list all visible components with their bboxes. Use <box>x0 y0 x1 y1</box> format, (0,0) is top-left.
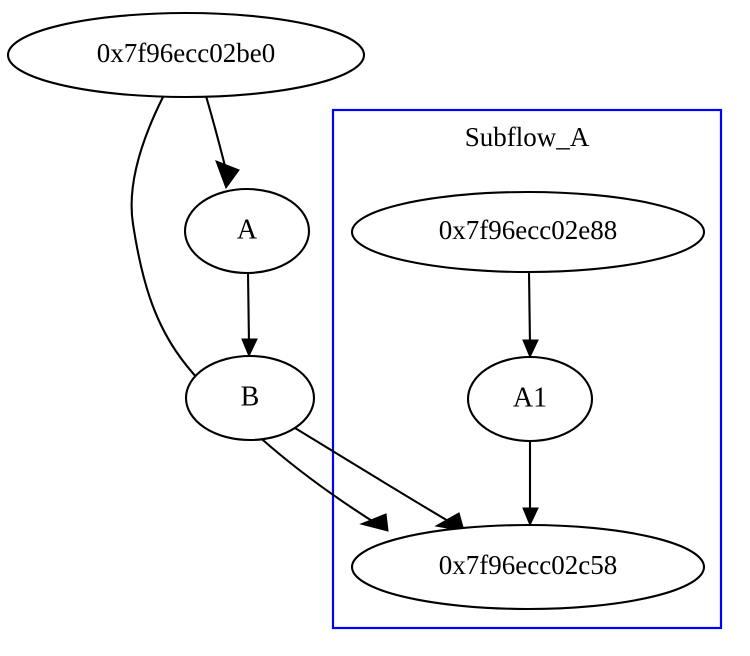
edge-line <box>130 96 381 527</box>
node-ellipse[interactable] <box>466 355 594 443</box>
node-label: A1 <box>513 382 547 413</box>
cluster-border <box>331 108 723 630</box>
edge-arrowhead-icon <box>241 338 258 358</box>
cluster-cluster_subflow_a: Subflow_A <box>331 108 723 630</box>
cluster-label: Subflow_A <box>465 122 590 152</box>
node-ellipse[interactable] <box>350 190 706 274</box>
node-ellipse[interactable] <box>183 187 311 275</box>
edge-line <box>294 427 456 526</box>
node-ellipse[interactable] <box>184 354 316 442</box>
node-node_b[interactable]: B <box>184 354 316 442</box>
edge-arrowhead-icon <box>522 507 539 527</box>
node-label: 0x7f96ecc02be0 <box>97 38 275 68</box>
node-label: 0x7f96ecc02c58 <box>439 550 617 580</box>
node-label: A <box>237 214 258 245</box>
node-node_a1[interactable]: A1 <box>466 355 594 443</box>
node-label: 0x7f96ecc02e88 <box>439 215 617 245</box>
edge-edge_root_to_sink <box>130 96 389 532</box>
edge-edge_a_to_b <box>241 272 258 358</box>
edge-arrowhead-icon <box>359 513 389 532</box>
edge-edge_b_to_sink <box>294 427 465 532</box>
node-node_root[interactable]: 0x7f96ecc02be0 <box>6 11 366 99</box>
edge-arrowhead-icon <box>522 339 539 359</box>
edge-line <box>246 272 251 345</box>
node-ellipse[interactable] <box>6 11 366 99</box>
edge-edge_root_to_a <box>204 95 240 190</box>
node-label: B <box>241 381 260 412</box>
node-ellipse[interactable] <box>350 523 706 611</box>
edge-arrowhead-icon <box>215 160 240 190</box>
node-node_a[interactable]: A <box>183 187 311 275</box>
edge-edge_sub_entry_to_a1 <box>522 271 539 359</box>
node-node_sink[interactable]: 0x7f96ecc02c58 <box>350 523 706 611</box>
node-node_sub_entry[interactable]: 0x7f96ecc02e88 <box>350 190 706 274</box>
edges-layer <box>130 95 539 532</box>
edge-line <box>527 271 532 346</box>
clusters-layer: Subflow_A <box>331 108 723 630</box>
edge-edge_a1_to_sink <box>522 441 539 527</box>
